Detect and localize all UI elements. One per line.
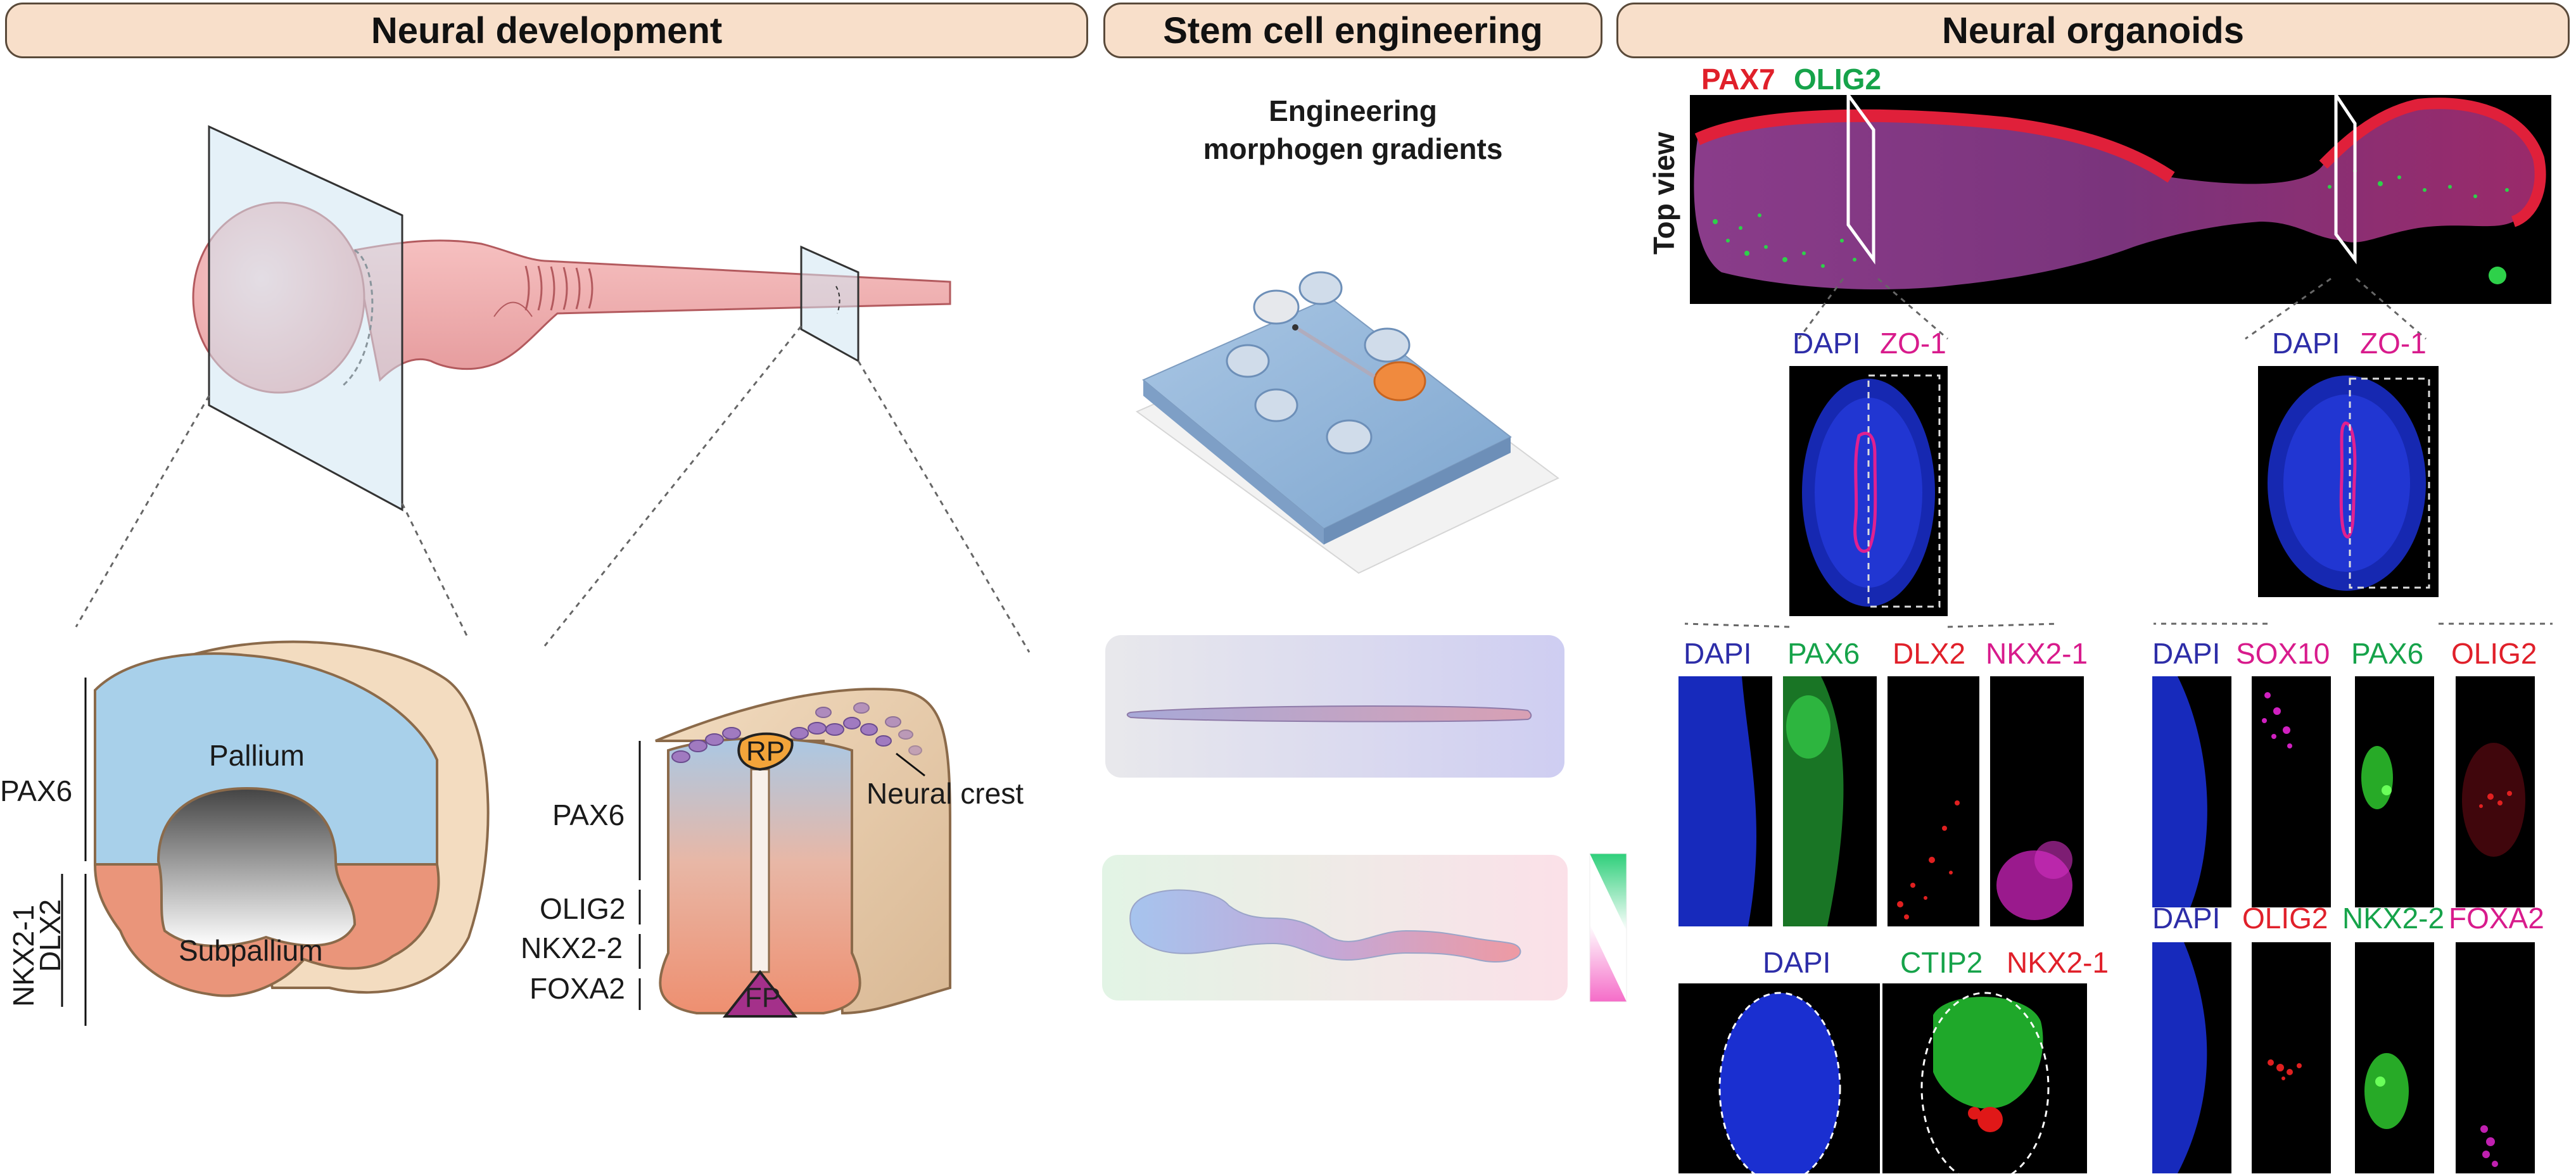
engineering-title-line2: morphogen gradients (1203, 132, 1503, 165)
marker-label-foxa2: FOXA2 (530, 972, 625, 1005)
right-row2-label-dapi: DAPI (2152, 902, 2221, 935)
left-row2-ctip2-image (1882, 983, 2087, 1173)
right-row1-olig2-image (2456, 676, 2535, 907)
neural-crest-cells (671, 702, 922, 763)
engineering-title: Engineering morphogen gradients (1103, 92, 1602, 168)
right-row2-nkx2-2-image (2355, 942, 2434, 1173)
header-stem-cell-engineering: Stem cell engineering (1103, 3, 1602, 58)
gradient-triangle-pink (1590, 925, 1627, 1002)
right-row1-sox10-image (2252, 676, 2331, 907)
marker-label-olig2: OLIG2 (540, 892, 626, 925)
top-view-fluorescence (1694, 95, 2546, 290)
right-row1-label-pax6: PAX6 (2351, 637, 2424, 670)
right-row1-dapi-image (2152, 676, 2231, 907)
right-row1-label-sox10: SOX10 (2236, 637, 2330, 670)
fp-label: FP (745, 982, 781, 1013)
left-zo-dapi-label: DAPI (1792, 327, 1861, 360)
right-row2-label-foxa2: FOXA2 (2449, 902, 2544, 935)
right-row2-olig2-image (2252, 942, 2331, 1173)
section-plane-brain (208, 125, 403, 512)
header-label: Neural organoids (1942, 9, 2244, 51)
left-row1-nkx2-1-image (1990, 676, 2084, 926)
microfluidic-device (1136, 271, 1559, 574)
right-row1-label-olig2: OLIG2 (2451, 637, 2537, 670)
marker-label-pax6: PAX6 (0, 774, 73, 807)
header-label: Neural development (371, 9, 723, 51)
patterned-organoid-chamber (1102, 855, 1568, 1000)
brain-cross-section (93, 640, 490, 997)
right-row1-pax6-image (2355, 676, 2434, 907)
left-row1-label-pax6: PAX6 (1787, 637, 1860, 670)
left-row2-dapi-image (1678, 983, 1880, 1173)
left-row2-label-nkx2-1: NKX2-1 (2007, 946, 2109, 979)
right-row2-dapi-image (2152, 942, 2231, 1173)
marker-label-pax6: PAX6 (552, 798, 625, 831)
right-zo-zo1-label: ZO-1 (2360, 327, 2427, 360)
left-row2-label-ctip2: CTIP2 (1900, 946, 1983, 979)
right-row1-label-dapi: DAPI (2152, 637, 2221, 670)
zo1-fluorescence-right (2268, 376, 2430, 591)
gradient-triangle-green (1590, 854, 1627, 931)
zo1-fluorescence-left (1802, 374, 1941, 608)
left-zo-zo1-label: ZO-1 (1880, 327, 1946, 360)
header-neural-development: Neural development (5, 3, 1088, 58)
header-label: Stem cell engineering (1163, 9, 1543, 51)
neural-crest-label: Neural crest (866, 777, 1024, 810)
roof-plate (737, 732, 794, 771)
rp-label: RP (746, 736, 785, 767)
left-row1-label-dlx2: DLX2 (1893, 637, 1966, 670)
region-label-subpallium: Subpallium (179, 934, 323, 967)
right-row2-label-olig2: OLIG2 (2242, 902, 2328, 935)
right-row2-foxa2-image (2456, 942, 2535, 1173)
organoid-top-view-image (1690, 95, 2551, 304)
floor-plate (722, 969, 798, 1018)
left-row2-label-dapi: DAPI (1763, 946, 1831, 979)
left-row1-dapi-image (1678, 676, 1772, 926)
header-neural-organoids: Neural organoids (1616, 3, 2570, 58)
right-row2-label-nkx2-2: NKX2-2 (2342, 902, 2445, 935)
left-row1-label-dapi: DAPI (1684, 637, 1752, 670)
spinal-cord-cross-section (655, 688, 951, 1018)
marker-label-nkx2-2: NKX2-2 (521, 931, 623, 964)
region-label-pallium: Pallium (209, 739, 305, 772)
left-row1-label-nkx2-1: NKX2-1 (1986, 637, 2088, 670)
left-zo1-image (1789, 366, 1948, 616)
right-zo-dapi-label: DAPI (2272, 327, 2340, 360)
straight-organoid-chamber (1105, 635, 1564, 778)
left-row1-dlx2-image (1888, 676, 1979, 926)
engineering-title-line1: Engineering (1269, 94, 1437, 127)
right-zo1-image (2258, 366, 2439, 597)
marker-olig2: OLIG2 (1794, 63, 1882, 96)
left-row1-pax6-image (1783, 676, 1877, 926)
marker-pax7: PAX7 (1701, 63, 1775, 96)
